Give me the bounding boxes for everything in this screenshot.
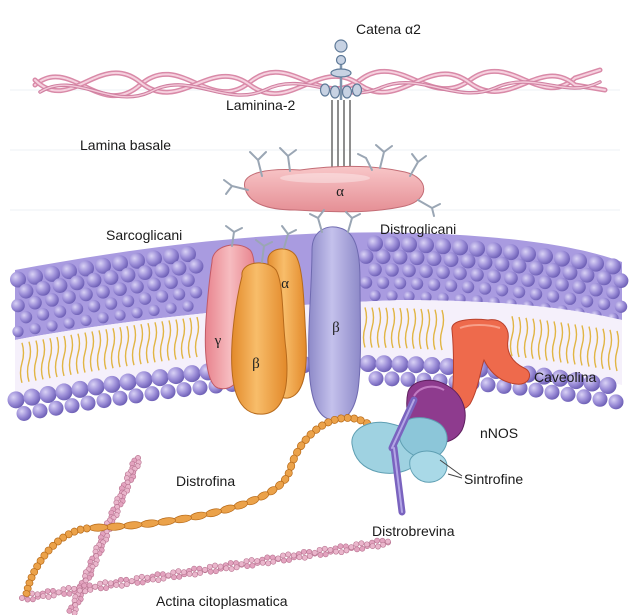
label-distrofina: Distrofina bbox=[176, 473, 235, 489]
label-lamina-basale: Lamina basale bbox=[80, 137, 171, 153]
gamma-sarcoglycan-symbol: γ bbox=[214, 333, 222, 349]
label-actina-citoplasmatica: Actina citoplasmatica bbox=[156, 593, 288, 609]
label-sintrofine: Sintrofine bbox=[464, 471, 523, 487]
alpha-sarcoglycan-symbol: α bbox=[281, 276, 289, 292]
beta-sarcoglycan-symbol: β bbox=[252, 356, 260, 372]
label-distroglicani: Distroglicani bbox=[380, 221, 456, 237]
label-distrobrevina: Distrobrevina bbox=[372, 523, 455, 539]
label-nnos: nNOS bbox=[480, 425, 518, 441]
alpha-dystroglycan-symbol: α bbox=[336, 184, 344, 200]
label-caveolina: Caveolina bbox=[534, 369, 596, 385]
beta-dystroglycan: β bbox=[309, 210, 361, 420]
beta-dystroglycan-symbol: β bbox=[332, 320, 340, 336]
label-catena-alpha2: Catena α2 bbox=[356, 21, 421, 37]
alpha-dystroglycan: α bbox=[244, 167, 423, 212]
label-laminina-2: Laminina-2 bbox=[226, 97, 295, 113]
label-sarcoglicani: Sarcoglicani bbox=[106, 227, 182, 243]
